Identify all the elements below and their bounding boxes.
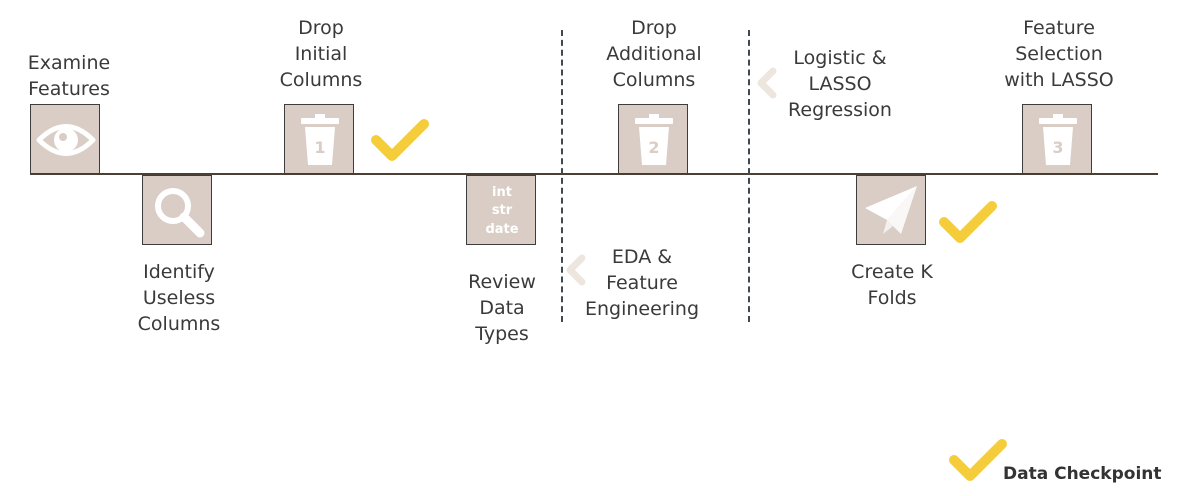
phase-divider-2 (748, 30, 750, 322)
eye-icon (36, 124, 96, 156)
data-type-int: int (492, 185, 512, 200)
data-type-str: str (491, 203, 513, 218)
data-type-date: date (485, 222, 519, 237)
step-label-feature-selection-lasso: Feature Selection with LASSO (1004, 17, 1114, 91)
step-box-identify-useless-columns (142, 175, 212, 245)
timeline-line (30, 173, 1158, 175)
step-box-create-k-folds (856, 175, 926, 245)
chevron-left-icon-eda (566, 254, 586, 286)
data-checkpoint-check-icon-1 (371, 119, 429, 161)
step-label-review-data-types: Review Data Types (468, 271, 536, 345)
trash-number-2: 2 (648, 138, 659, 157)
step-box-drop-initial-columns: 1 (284, 104, 354, 174)
step-label-examine-features: Examine Features (27, 52, 111, 100)
step-label-identify-useless-columns: Identify Useless Columns (137, 261, 221, 335)
chevron-left-icon-logistic (757, 67, 777, 99)
step-box-examine-features (30, 104, 100, 174)
step-label-logistic-lasso-regression: Logistic & LASSO Regression (788, 47, 892, 121)
phase-divider-1 (561, 30, 563, 322)
step-box-feature-selection-lasso: 3 (1022, 104, 1092, 174)
step-box-review-data-types: int str date (466, 175, 536, 245)
step-box-drop-additional-columns: 2 (618, 104, 688, 174)
trash-icon: 3 (1039, 114, 1077, 165)
step-label-drop-additional-columns: Drop Additional Columns (606, 17, 702, 91)
magnifier-icon (155, 188, 205, 238)
legend-check-icon (949, 439, 1007, 481)
paper-plane-icon (865, 186, 917, 234)
data-checkpoint-check-icon-2 (939, 201, 997, 243)
step-label-create-k-folds: Create K Folds (851, 261, 933, 309)
trash-number-3: 3 (1052, 138, 1063, 157)
legend-label: Data Checkpoint (1003, 464, 1162, 484)
step-label-eda-feature-engineering: EDA & Feature Engineering (585, 246, 699, 320)
trash-icon: 1 (301, 114, 339, 165)
step-label-drop-initial-columns: Drop Initial Columns (279, 17, 363, 91)
trash-number-1: 1 (314, 138, 325, 157)
trash-icon: 2 (635, 114, 673, 165)
